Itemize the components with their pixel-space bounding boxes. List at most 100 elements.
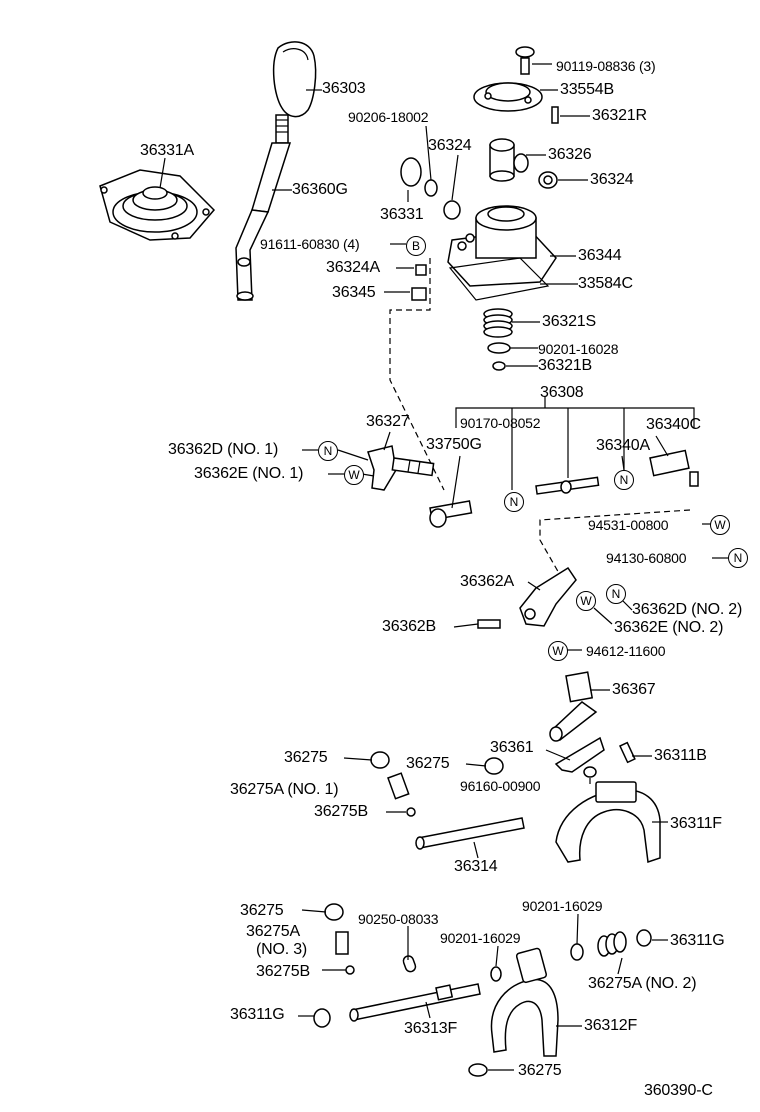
spring-36321s (483, 308, 513, 338)
pin-90250 (402, 955, 417, 973)
label-36324-upper: 36324 (428, 137, 472, 154)
guide-line-2 (539, 509, 691, 576)
shift-knob (272, 41, 317, 118)
label-36311g-left: 36311G (230, 1006, 285, 1023)
ball-36275b-lower (345, 965, 355, 975)
label-36362d-no1: 36362D (NO. 1) (168, 441, 279, 458)
symbol-n: N (606, 584, 626, 604)
gasket-33584c (448, 257, 550, 301)
label-36331a: 36331A (140, 142, 194, 159)
label-90170-08052: 90170-08052 (460, 415, 541, 431)
symbol-n: N (318, 441, 338, 461)
spring-36275a-no3 (335, 931, 349, 955)
label-36275a-no3: 36275A (246, 923, 300, 940)
label-36308: 36308 (540, 384, 584, 401)
ring-36324-left (443, 200, 461, 220)
label-36275a-no3-suffix: (NO. 3) (256, 941, 308, 958)
label-36324-right: 36324 (590, 171, 634, 188)
bushing-36324a (415, 264, 427, 276)
shaft-36313f (349, 983, 481, 1022)
label-36275-bottom: 36275 (518, 1062, 562, 1079)
label-36321s: 36321S (542, 313, 596, 330)
symbol-b: B (406, 236, 426, 256)
label-36275a-no2: 36275A (NO. 2) (588, 975, 697, 992)
label-96160-00900: 96160-00900 (460, 778, 541, 794)
label-36275-upper-left: 36275 (284, 749, 328, 766)
label-36275b-lower: 36275B (256, 963, 310, 980)
label-36324a: 36324A (326, 259, 380, 276)
group-bracket (455, 407, 695, 428)
label-90201-16028: 90201-16028 (538, 341, 619, 357)
pin-36362b (477, 619, 501, 629)
spring-36275a-no2 (597, 931, 627, 957)
washer-90201-16029-a (570, 943, 584, 961)
plate-36361 (554, 736, 605, 773)
shift-housing (447, 205, 557, 287)
label-36360g: 36360G (292, 181, 348, 198)
guide-line-1 (389, 258, 445, 491)
label-94612-11600: 94612-11600 (586, 643, 666, 659)
plug-36275-c (324, 903, 344, 921)
label-94130-60800: 94130-60800 (606, 550, 687, 566)
label-36327: 36327 (366, 413, 410, 430)
label-33584c: 33584C (578, 275, 633, 292)
symbol-n: N (504, 492, 524, 512)
label-36326: 36326 (548, 146, 592, 163)
ring-hole (543, 175, 553, 185)
washer-90201 (487, 342, 511, 354)
label-36303: 36303 (322, 80, 366, 97)
pin-36321r (551, 106, 559, 124)
label-36312f: 36312F (584, 1017, 638, 1034)
label-36311f: 36311F (670, 815, 722, 832)
leader-lines (159, 63, 728, 1071)
label-36367: 36367 (612, 681, 656, 698)
label-33750g: 33750G (426, 436, 482, 453)
pin-90170 (535, 476, 600, 495)
symbol-n: N (728, 548, 748, 568)
select-lever-36327 (367, 445, 435, 491)
label-36275-upper-mid: 36275 (406, 755, 450, 772)
label-36311b: 36311B (654, 747, 707, 764)
label-36340a: 36340A (596, 437, 650, 454)
pin-36311b (619, 741, 636, 764)
label-36321r: 36321R (592, 107, 647, 124)
symbol-w: W (576, 591, 596, 611)
shift-lever (235, 114, 292, 301)
ball-36275b (406, 807, 416, 817)
label-36331: 36331 (380, 206, 424, 223)
bolt-36340c (649, 449, 699, 487)
label-36314: 36314 (454, 858, 498, 875)
clip-36311g-right (636, 929, 652, 947)
shift-bushing (489, 138, 529, 182)
label-36345: 36345 (332, 284, 376, 301)
label-94531-00800: 94531-00800 (588, 517, 669, 533)
lever-36367 (549, 671, 598, 742)
symbol-w: W (548, 641, 568, 661)
label-36362a: 36362A (460, 573, 514, 590)
ring-36321b (492, 361, 506, 371)
diagram-id: 360390-C (644, 1082, 713, 1099)
label-36362b: 36362B (382, 618, 436, 635)
plug-36275-b (484, 757, 504, 775)
plug-36275-a (370, 751, 390, 769)
label-90206-18002: 90206-18002 (348, 109, 429, 125)
label-36362e-no1: 36362E (NO. 1) (194, 465, 304, 482)
retainer-plate (473, 46, 543, 112)
seal-90206 (424, 179, 438, 197)
bushing-36345 (411, 287, 427, 301)
symbol-w: W (710, 515, 730, 535)
label-90201-16029-upper: 90201-16029 (522, 898, 603, 914)
label-36275b-upper: 36275B (314, 803, 368, 820)
label-36344: 36344 (578, 247, 622, 264)
label-33554b: 33554B (560, 81, 614, 98)
boot-assembly (99, 169, 216, 241)
washer-90201-16029-b (490, 966, 502, 982)
label-90201-16029-lower: 90201-16029 (440, 930, 521, 946)
label-36321b: 36321B (538, 357, 592, 374)
label-36275a-no1: 36275A (NO. 1) (230, 781, 339, 798)
label-90119-08836: 90119-08836 (3) (556, 58, 656, 74)
label-36361: 36361 (490, 739, 534, 756)
ring-96160 (583, 766, 597, 778)
